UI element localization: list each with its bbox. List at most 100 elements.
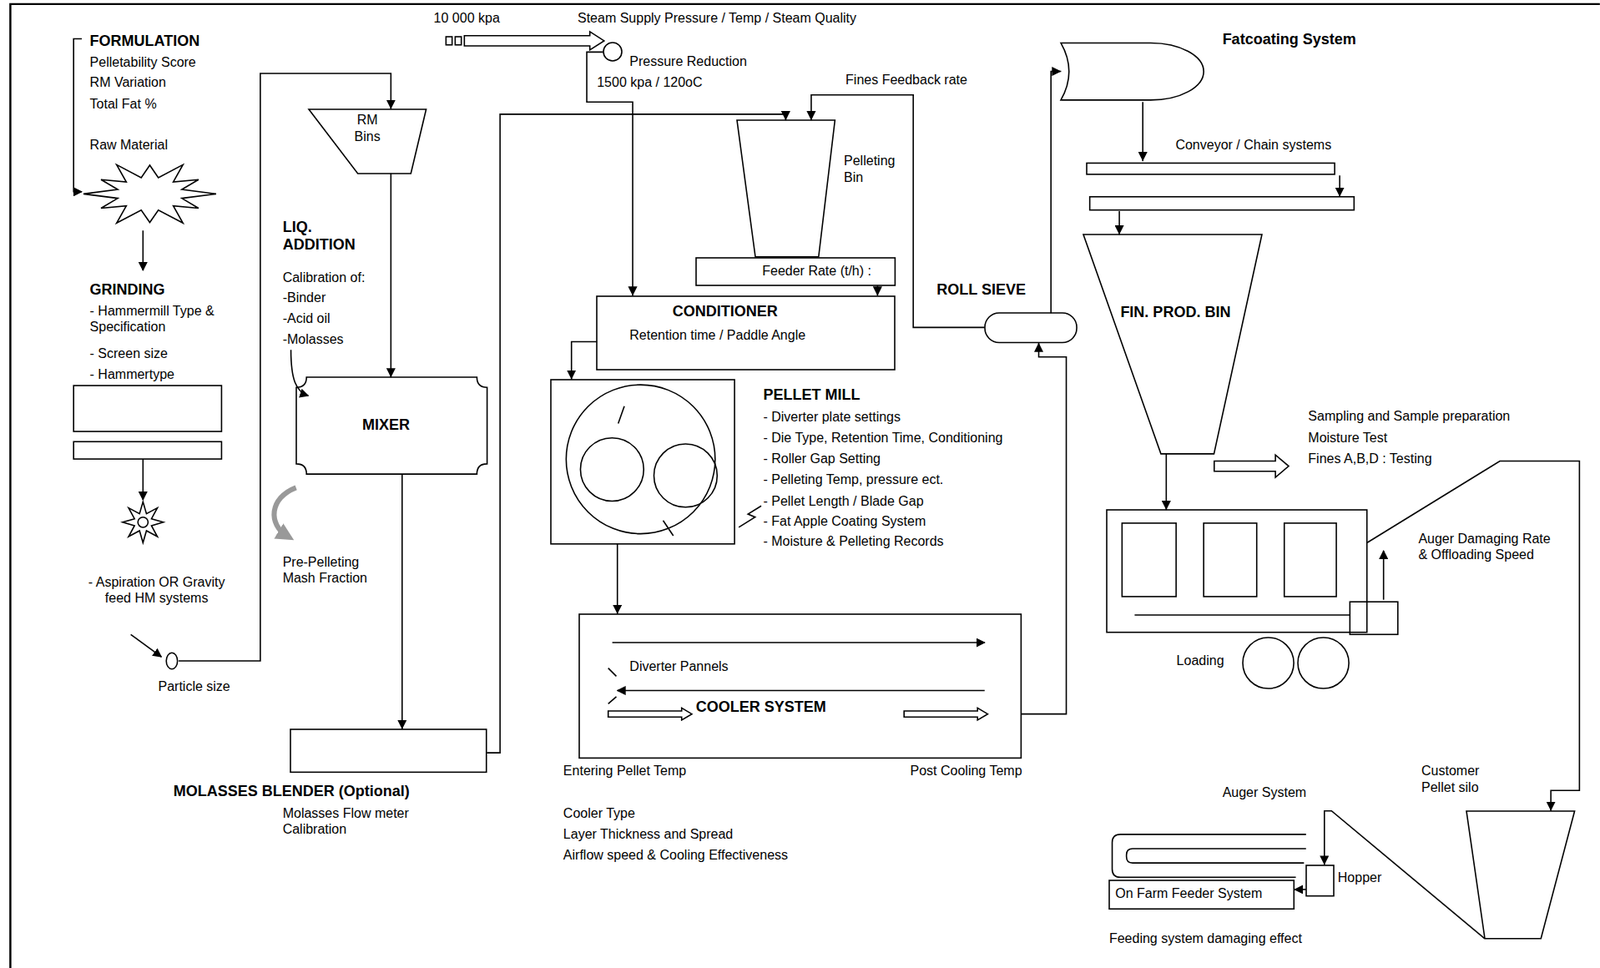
node-label: Customer Pellet silo — [1421, 762, 1509, 795]
annotation-text: -Molasses — [282, 331, 344, 348]
hopper-box: Hopper — [1306, 865, 1334, 897]
annotation-text: -Acid oil — [282, 310, 331, 327]
annotation-text: Layer Thickness and Spread — [563, 826, 733, 843]
steam-supply-pipe — [464, 31, 604, 51]
annotation-text: Cooler Type — [563, 805, 636, 822]
farm-feeder-conveyor — [1112, 834, 1307, 878]
shape-stroke — [1204, 523, 1258, 597]
page-frame — [10, 4, 1600, 968]
annotation-text: Total Fat % — [90, 95, 157, 112]
cooler-box-outline — [579, 614, 1021, 758]
shape-stroke — [296, 377, 488, 475]
formulation-bracket — [73, 38, 82, 192]
hopper-box-outline — [1306, 865, 1334, 897]
shape-stroke — [1106, 509, 1368, 633]
annotation-text: - Aspiration OR Gravity feed HM systems — [87, 574, 226, 606]
annotation-text: GRINDING — [90, 281, 166, 300]
shape-stroke — [580, 437, 645, 501]
shape-stroke — [596, 296, 895, 370]
shape-stroke — [596, 296, 895, 370]
raw-material-burst: Raw Material — [83, 160, 217, 228]
flow-arrow — [142, 230, 145, 271]
node-label: Pressure Reduction — [629, 53, 748, 70]
pressure-reduction-valve: Pressure Reduction1500 kpa / 120oC — [603, 42, 622, 61]
cooler-internals — [608, 707, 692, 721]
loading-truck-outline — [1106, 509, 1368, 633]
particle-size-marker-outline — [165, 651, 179, 671]
flow-connector — [571, 341, 598, 379]
node-text: 1500 kpa / 120oC — [596, 74, 702, 91]
flow-connector — [486, 114, 786, 753]
hammermill-symbol — [142, 459, 145, 500]
shape-stroke — [1466, 811, 1575, 939]
pelleting-bin-outline — [736, 120, 835, 258]
annotation-text: Sampling and Sample preparation — [1307, 408, 1510, 424]
roll-sieve: ROLL SIEVE — [984, 312, 1077, 343]
flow-connector — [1367, 460, 1580, 811]
node-text: - Diverter plate settings — [762, 408, 901, 425]
hammermill-symbol — [73, 385, 222, 657]
steam-supply-pipe — [445, 36, 452, 46]
hammermill-symbol — [73, 441, 222, 460]
shape-stroke — [550, 379, 735, 545]
annotation-text: 10 000 kpa — [434, 10, 500, 26]
sampling-arrow — [1214, 454, 1289, 478]
annotation-text: Entering Pellet Temp — [563, 762, 687, 779]
flow-arrow — [142, 230, 145, 271]
mixer-box: MIXER — [296, 377, 488, 475]
steam-supply-pipe — [454, 36, 461, 46]
flow-connector — [877, 285, 879, 296]
shape-stroke — [736, 120, 835, 258]
sampling-arrow — [1214, 454, 1289, 478]
shape-stroke — [1090, 196, 1355, 211]
shape-stroke — [1086, 163, 1335, 175]
node-label: Pelleting Bin — [843, 152, 908, 185]
node-label: FIN. PROD. BIN — [1120, 303, 1231, 323]
shape-stroke — [566, 384, 716, 534]
annotation-text: Calibration of: — [282, 269, 366, 286]
shape-stroke — [1086, 163, 1354, 211]
annotation-text: - Hammertype — [90, 366, 175, 383]
customer-silo: Customer Pellet silo — [1466, 811, 1575, 939]
node-label: Fatcoating System — [1222, 30, 1357, 50]
flow-connector — [178, 73, 391, 662]
cooler-internals — [608, 668, 617, 677]
farm-feeder-conveyor — [1112, 834, 1307, 878]
truck-parts — [1349, 601, 1398, 635]
shape-stroke — [1466, 811, 1575, 939]
shape-stroke — [290, 729, 487, 773]
shape-stroke — [696, 257, 895, 286]
annotation-text: Steam Supply Pressure / Temp / Steam Qua… — [577, 10, 857, 26]
liquid-addition-arrow — [291, 349, 309, 396]
shape-stroke — [1083, 234, 1262, 455]
shape-stroke — [83, 164, 217, 223]
truck-parts — [1297, 637, 1349, 689]
annotation-text: - Screen size — [90, 345, 168, 362]
cooler-internals — [612, 641, 985, 644]
hammermill-symbol — [131, 634, 162, 657]
annotation-text: Auger Damaging Rate & Offloading Speed — [1418, 530, 1556, 563]
node-label: PELLET MILL — [762, 386, 860, 405]
annotation-text: RM Variation — [90, 74, 167, 91]
shape-stroke — [308, 109, 427, 174]
liquid-addition-arrow — [291, 349, 309, 396]
cooler-internals — [608, 642, 989, 721]
shape-stroke — [290, 729, 487, 773]
lightning-callout — [738, 505, 762, 528]
conveyor-arrow — [1338, 175, 1341, 196]
shape-stroke — [1106, 509, 1368, 633]
node-label: Raw Material — [90, 136, 168, 153]
conditioner-box: CONDITIONERRetention time / Paddle Angle — [596, 296, 895, 370]
fatcoating-drum: Fatcoating System — [1060, 40, 1204, 102]
mash-fraction-arrow — [273, 487, 296, 537]
flow-connector — [1050, 71, 1061, 314]
shape-stroke — [1060, 42, 1204, 100]
shape-stroke — [603, 42, 622, 61]
node-text: - Pelleting Temp, pressure ect. — [762, 471, 944, 488]
annotation-text: Pre-Pelleting Mash Fraction — [282, 554, 385, 586]
rm-bins-hopper: RM Bins — [308, 109, 427, 174]
feeder-system-box: On Farm Feeder System — [1109, 880, 1294, 909]
molasses-blender-box: MOLASSES BLENDER (Optional)Molasses Flow… — [290, 729, 487, 773]
particle-size-marker: Particle size — [165, 651, 179, 671]
